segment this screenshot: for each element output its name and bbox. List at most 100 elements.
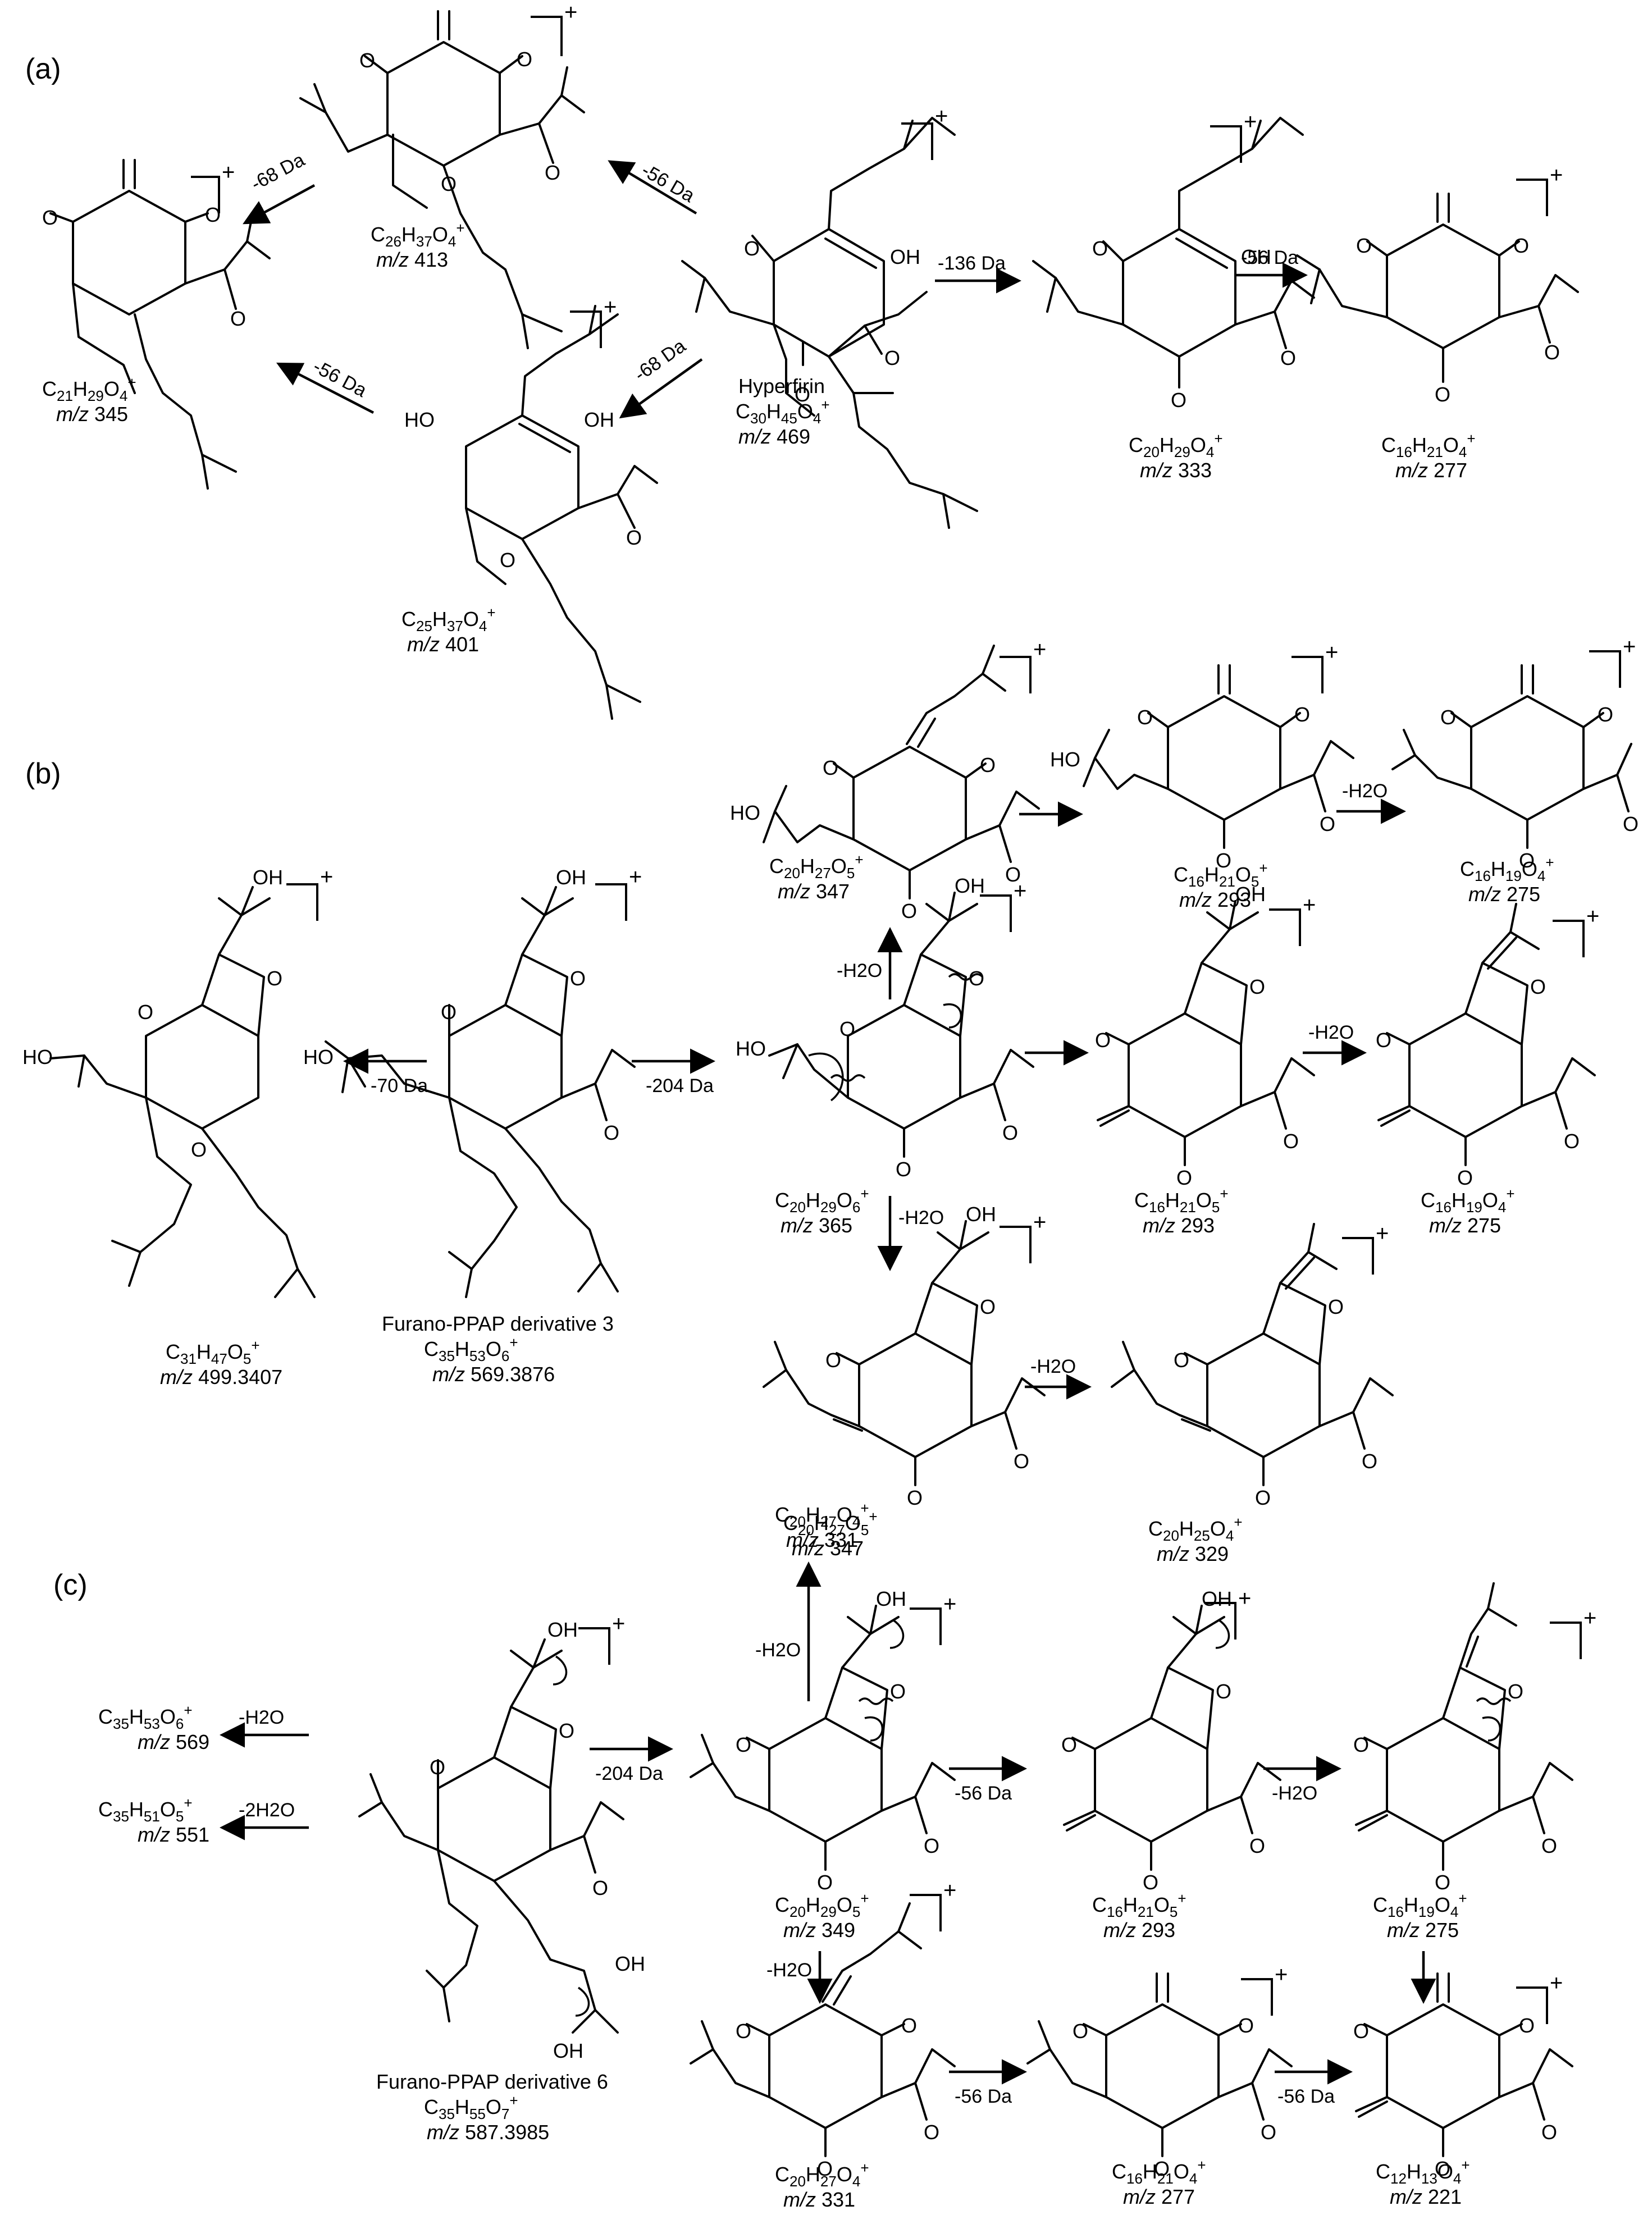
bracket-293-mid: + xyxy=(1269,893,1316,946)
charge-plus: + xyxy=(1623,634,1636,659)
atom-O: O xyxy=(1320,812,1335,835)
arrow-469-333: -136 Da xyxy=(935,253,1021,294)
atom-O: O xyxy=(1014,1450,1029,1473)
arrow-331bot-277: -56 Da xyxy=(949,2059,1027,2107)
bracket-333: + xyxy=(1210,109,1257,163)
bracket-401: + xyxy=(570,295,617,348)
atom-O: O xyxy=(839,1017,855,1040)
atom-O: O xyxy=(430,1756,445,1779)
atom-O: O xyxy=(817,1871,833,1894)
bracket-293-top: + xyxy=(1292,640,1338,693)
atom-OH: OH xyxy=(553,2039,583,2062)
molecule-347-top: O O O HO O xyxy=(730,645,1040,922)
molecule-furano-ppap-6: O O OH O OH OH xyxy=(358,1618,645,2062)
bracket-hyperfirin: + xyxy=(901,104,948,160)
bracket-331-bottom: + xyxy=(910,1878,956,1931)
arrow-347bot-329: -H2O xyxy=(1025,1356,1092,1400)
arrow-469-401: -68 Da xyxy=(619,335,703,419)
atom-O: O xyxy=(441,1001,457,1024)
formula-499: C31H47O5+ xyxy=(166,1337,260,1367)
arrow-349-331top: -H2O xyxy=(755,1561,822,1701)
bracket-ppap-6: + xyxy=(578,1611,625,1665)
svg-text:-70 Da: -70 Da xyxy=(371,1075,428,1097)
svg-text:-H2O: -H2O xyxy=(1272,1783,1317,1804)
formula-275-mid: C16H19O4+ xyxy=(1421,1185,1515,1216)
name-ppap-6: Furano-PPAP derivative 6 xyxy=(376,2070,608,2093)
mz-329: m/z 329 xyxy=(1157,1542,1229,1565)
arrow-293-275: -H2O xyxy=(1263,1756,1341,1804)
atom-O: O xyxy=(1137,706,1153,729)
panel-label-b: (b) xyxy=(25,757,61,790)
atom-HO: HO xyxy=(22,1045,53,1068)
charge-plus: + xyxy=(1583,1606,1596,1631)
atom-O: O xyxy=(1073,2020,1088,2043)
atom-O: O xyxy=(1095,1029,1111,1052)
svg-text:-2H2O: -2H2O xyxy=(239,1800,295,1821)
mz-349: m/z 349 xyxy=(783,1919,855,1942)
atom-O: O xyxy=(1519,2014,1535,2037)
atom-O: O xyxy=(1294,703,1310,726)
molecule-293-top: O O O HO O xyxy=(1050,664,1354,872)
formula-ppap-6: C35H55O7+ xyxy=(424,2092,518,2122)
atom-OH: OH xyxy=(556,866,586,889)
charge-plus: + xyxy=(612,1611,625,1636)
atom-O: O xyxy=(907,1486,923,1509)
mz-275-c: m/z 275 xyxy=(1387,1919,1459,1942)
atom-O: O xyxy=(230,307,246,330)
molecule-275-c: O O O O xyxy=(1353,1582,1573,1894)
molecule-275-top: O O O O xyxy=(1391,664,1639,872)
atom-O: O xyxy=(1002,1121,1018,1144)
atom-HO: HO xyxy=(303,1045,334,1068)
svg-text:-56 Da: -56 Da xyxy=(1277,2086,1335,2107)
bracket-347-bottom: + xyxy=(1000,1210,1046,1263)
atom-O: O xyxy=(1176,1166,1192,1189)
molecule-221: O O O O xyxy=(1353,1972,1573,2180)
svg-text:-H2O: -H2O xyxy=(1342,780,1388,802)
atom-O: O xyxy=(592,1876,608,1899)
atom-OH: OH xyxy=(890,245,920,268)
mz-221: m/z 221 xyxy=(1390,2185,1462,2208)
atom-OH: OH xyxy=(253,866,283,889)
mz-333: m/z 333 xyxy=(1140,459,1212,482)
svg-text:-136 Da: -136 Da xyxy=(938,253,1006,274)
formula-221: C12H13O4+ xyxy=(1376,2157,1470,2187)
mz-331-top: m/z 331 xyxy=(786,1528,858,1551)
atom-O: O xyxy=(1541,1834,1557,1857)
atom-O: O xyxy=(1508,1680,1523,1703)
atom-O: O xyxy=(1513,234,1529,257)
mz-345: m/z 345 xyxy=(56,403,128,426)
molecule-331-bottom: O O O O xyxy=(690,1902,956,2180)
atom-O: O xyxy=(924,2121,939,2144)
molecule-293-c: O O OH O O xyxy=(1061,1587,1281,1894)
charge-plus: + xyxy=(1303,893,1316,917)
svg-text:-H2O: -H2O xyxy=(1030,1356,1076,1377)
mz-499: m/z 499.3407 xyxy=(160,1365,282,1389)
arrow-ppap6-569: -H2O xyxy=(220,1707,309,1748)
atom-O: O xyxy=(1353,1733,1369,1756)
atom-O: O xyxy=(736,1733,751,1756)
atom-OH: OH xyxy=(584,408,614,431)
charge-plus: + xyxy=(629,865,642,889)
atom-O: O xyxy=(1356,234,1372,257)
charge-plus: + xyxy=(1014,879,1026,903)
arrow-401-345: -56 Da xyxy=(276,356,375,414)
atom-O: O xyxy=(1143,1871,1158,1894)
svg-text:-56 Da: -56 Da xyxy=(955,1783,1012,1804)
atom-O: O xyxy=(1435,2157,1450,2180)
bracket-277: + xyxy=(1516,163,1563,216)
charge-plus: + xyxy=(320,865,333,889)
atom-O: O xyxy=(1238,2014,1254,2037)
atom-O: O xyxy=(884,346,900,369)
charge-plus: + xyxy=(1550,1971,1563,1995)
mz-ppap-3: m/z 569.3876 xyxy=(432,1363,555,1386)
atom-O: O xyxy=(924,1834,939,1857)
formula-347-top: C20H27O5+ xyxy=(769,851,864,882)
arrow-ppap3-499: -70 Da xyxy=(343,1048,428,1097)
arrow-293top-275top: -H2O xyxy=(1336,780,1406,824)
bracket-329: + xyxy=(1342,1221,1389,1275)
atom-O: O xyxy=(1623,812,1639,835)
charge-plus: + xyxy=(1238,1586,1251,1611)
atom-O: O xyxy=(1544,341,1560,364)
atom-O: O xyxy=(559,1719,574,1742)
atom-O: O xyxy=(1171,389,1186,412)
